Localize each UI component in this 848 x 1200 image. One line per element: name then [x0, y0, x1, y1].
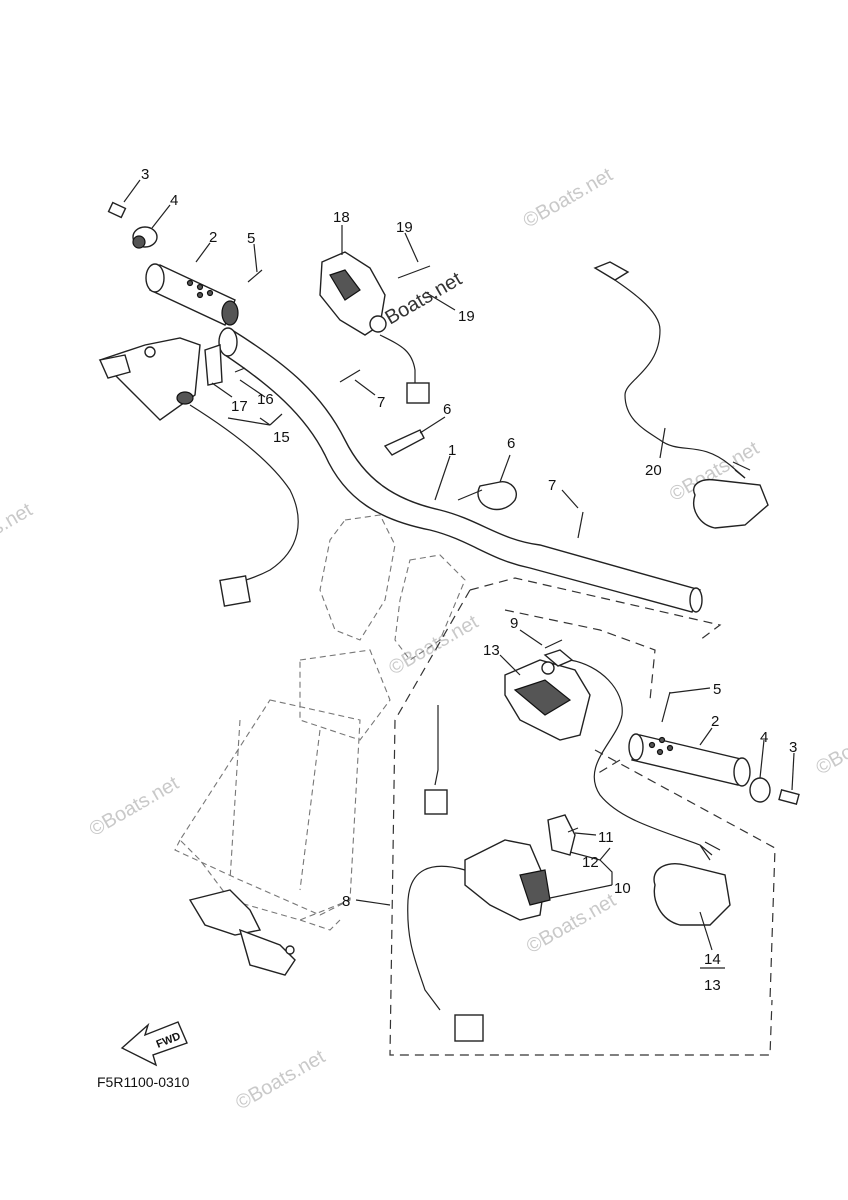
callout-4: 4	[760, 729, 768, 746]
callout-5: 5	[247, 230, 255, 247]
right-grip-end-cap	[749, 777, 771, 803]
left-grip-end-cap	[132, 226, 158, 249]
throttle-screw	[567, 827, 579, 833]
callout-13: 13	[704, 977, 721, 994]
upper-cover-screw	[397, 265, 431, 279]
left-grip	[145, 263, 239, 326]
throttle-connector	[454, 1014, 484, 1042]
callout-16: 16	[257, 391, 274, 408]
watermark-text: ©Boats.net	[385, 611, 482, 680]
callout-1: 1	[448, 442, 456, 459]
fwd-arrow: FWD	[120, 1021, 188, 1067]
callout-3: 3	[789, 739, 797, 756]
left-connector	[219, 575, 251, 607]
callout-9: 9	[510, 615, 518, 632]
right-lanyard-cord	[569, 659, 711, 861]
cable-clip-small	[383, 429, 425, 456]
upper-switch-cable	[379, 334, 416, 385]
callout-18: 18	[333, 209, 350, 226]
handlebar-bolt-right	[577, 511, 584, 539]
right-switch-cable	[434, 705, 439, 786]
lanyard-clip	[593, 261, 630, 281]
watermark-text: ©Boats.net	[812, 711, 848, 780]
steering-column-outline	[174, 514, 466, 931]
throttle-bracket	[547, 814, 576, 856]
callout-6: 6	[507, 435, 515, 452]
upper-switch-connector	[406, 382, 430, 404]
switch-assembly-box-outer	[389, 577, 773, 1056]
throttle-cable	[407, 865, 466, 1011]
callout-13: 13	[483, 642, 500, 659]
callout-12: 12	[582, 854, 599, 871]
callout-7: 7	[548, 477, 556, 494]
callout-2: 2	[209, 229, 217, 246]
callout-19: 19	[396, 219, 413, 236]
callout-8: 8	[342, 893, 350, 910]
watermark-text: ©Boats.net	[232, 1046, 329, 1115]
callout-19: 19	[458, 308, 475, 325]
lanyard-cap	[653, 841, 731, 926]
left-lever-housing	[98, 337, 246, 421]
right-end-screw	[778, 788, 800, 806]
right-switch-connector	[424, 789, 448, 815]
right-grip	[628, 733, 751, 787]
lanyard-cord	[599, 269, 746, 479]
throttle-housing	[464, 839, 551, 921]
callout-2: 2	[711, 713, 719, 730]
handlebar-bolt-left	[339, 369, 361, 383]
watermark-text: ©Boats.net	[0, 499, 37, 568]
callout-5: 5	[713, 681, 721, 698]
left-cable	[189, 404, 299, 583]
lower-column-bracket	[188, 889, 296, 976]
upper-switch-cover	[319, 251, 387, 336]
watermark-text: Boats.net	[382, 268, 467, 330]
callout-labels: 3 4 2 5 18 19 19 7 17 16 15 6 1 6 7 20 9…	[141, 166, 797, 994]
callout-3: 3	[141, 166, 149, 183]
right-switch-screw	[544, 639, 563, 649]
callout-14: 14	[704, 951, 721, 968]
callout-6: 6	[443, 401, 451, 418]
handlebar-tube	[218, 327, 703, 613]
watermark-text: ©Boats.net	[86, 772, 183, 841]
callout-17: 17	[231, 398, 248, 415]
left-grip-screw	[247, 269, 263, 283]
callout-11: 11	[598, 829, 614, 846]
callout-15: 15	[273, 429, 290, 446]
right-switch-housing	[504, 659, 591, 741]
callout-4: 4	[170, 192, 178, 209]
leader-lines	[123, 179, 795, 969]
cable-tie	[457, 481, 517, 511]
left-end-screw	[107, 201, 127, 219]
right-grip-screw	[661, 691, 671, 723]
right-lanyard-clip	[543, 649, 574, 667]
callout-7: 7	[377, 394, 385, 411]
watermark-text: ©Boats.net	[520, 164, 617, 233]
callout-10: 10	[614, 880, 631, 897]
switch-assembly-box-inner	[504, 609, 776, 1001]
callout-20: 20	[645, 462, 662, 479]
diagram-code: F5R1100-0310	[97, 1074, 190, 1090]
lanyard-wrist-strap	[693, 461, 769, 529]
